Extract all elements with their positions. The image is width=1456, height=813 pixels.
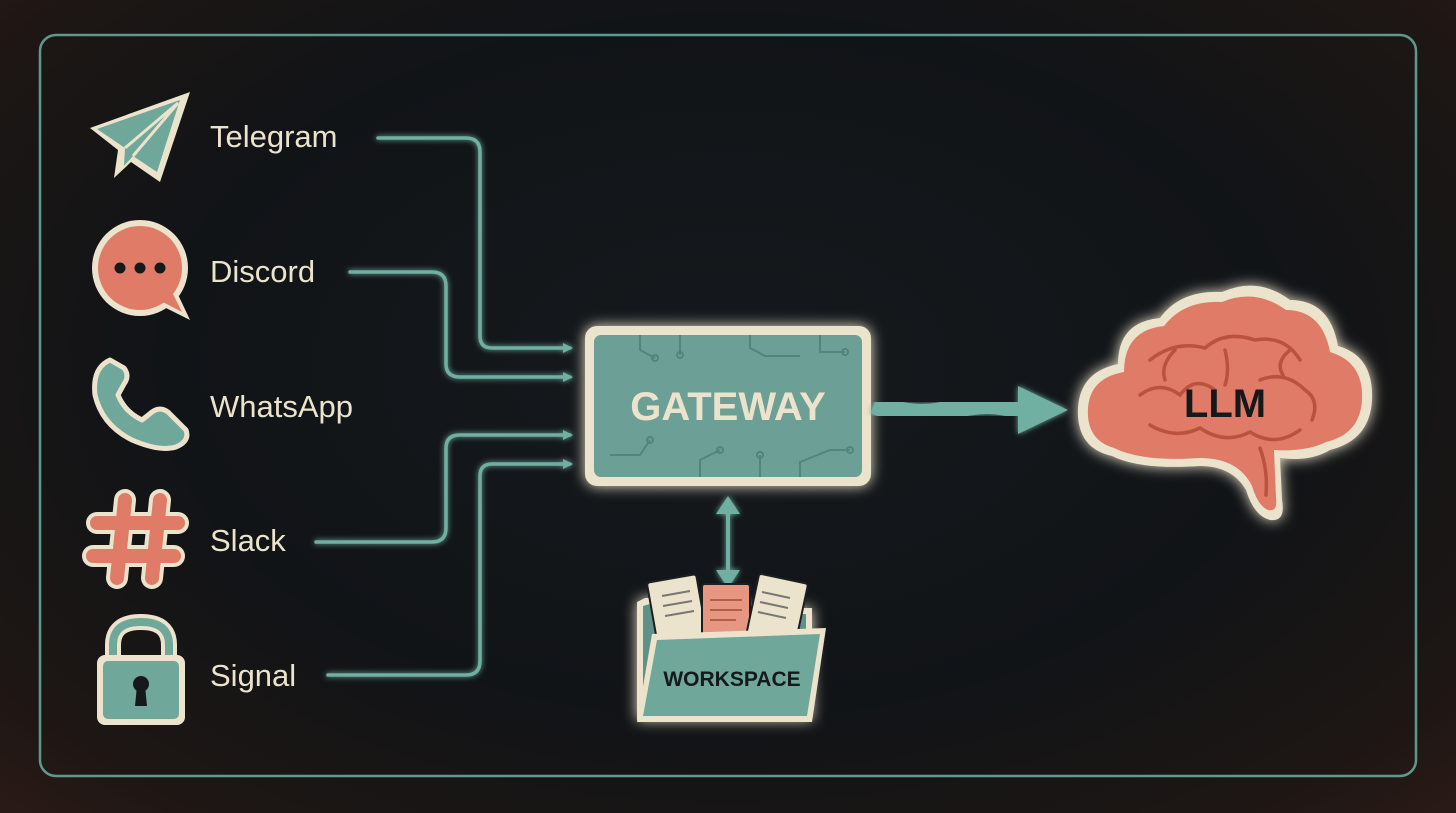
folder-icon: WORKSPACE	[637, 573, 826, 722]
workspace-label: WORKSPACE	[663, 668, 800, 691]
document-icon	[745, 573, 809, 647]
paper-plane-icon	[90, 92, 190, 182]
source-label-whatsapp: WhatsApp	[210, 389, 353, 424]
diagram-frame	[38, 33, 1418, 778]
connector-slack	[314, 430, 573, 544]
connector-discord	[348, 270, 573, 382]
source-label-signal: Signal	[210, 658, 296, 693]
brain-folds	[1138, 334, 1317, 497]
document-icon	[646, 573, 708, 647]
phone-icon	[92, 357, 190, 451]
connector-telegram	[376, 136, 573, 353]
hash-icon-fill	[86, 493, 185, 585]
gateway-label: GATEWAY	[630, 385, 826, 429]
padlock-icon	[97, 613, 185, 725]
source-label-slack: Slack	[210, 523, 286, 558]
connector-signal	[326, 459, 573, 677]
source-label-telegram: Telegram	[210, 119, 338, 154]
llm-label: LLM	[1184, 382, 1266, 426]
gateway-llm-arrowhead	[1018, 386, 1068, 434]
connector-gateway-workspace	[716, 496, 740, 588]
source-label-discord: Discord	[210, 254, 315, 289]
circuit-pattern	[610, 335, 854, 477]
brain-cloud-icon: LLM	[1077, 285, 1373, 521]
chat-bubble-icon	[92, 220, 190, 320]
gateway-box: GATEWAY	[585, 326, 871, 486]
connector-gateway-llm	[870, 394, 1024, 424]
